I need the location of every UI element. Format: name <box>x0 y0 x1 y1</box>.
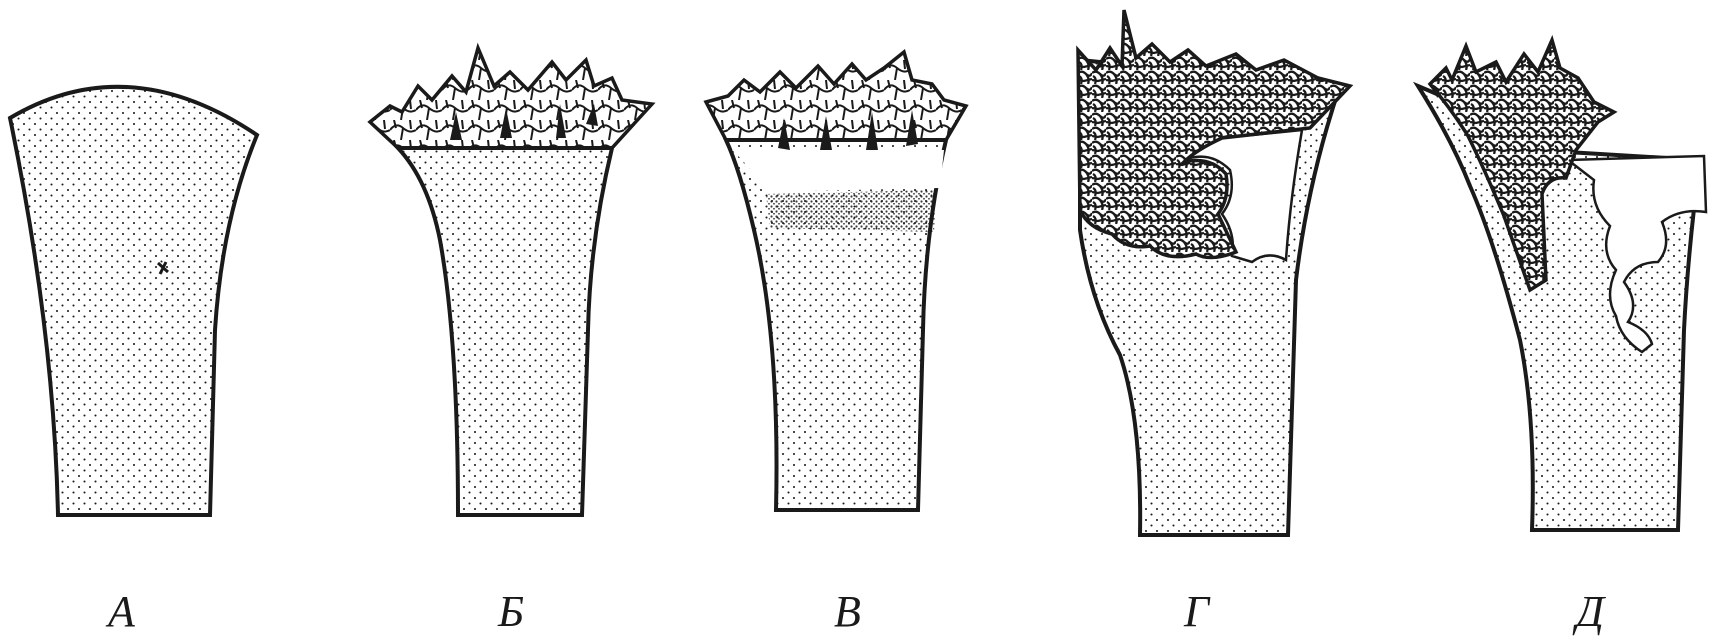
panel-d <box>1418 40 1706 530</box>
bone-v-growth-crown <box>706 52 966 140</box>
panel-a <box>10 87 257 515</box>
bone-b-shaft <box>398 148 612 515</box>
bone-v-clear-zone <box>732 150 944 192</box>
label-g: Г <box>1183 587 1211 636</box>
bone-a-outline <box>10 87 257 515</box>
panel-b <box>370 48 652 515</box>
panel-v <box>706 52 966 510</box>
label-d: Д <box>1572 587 1606 636</box>
label-a: А <box>105 587 136 636</box>
label-v: В <box>834 587 861 636</box>
panel-g <box>1078 10 1350 535</box>
label-b: Б <box>497 587 524 636</box>
bone-v-dense-band <box>766 190 936 232</box>
